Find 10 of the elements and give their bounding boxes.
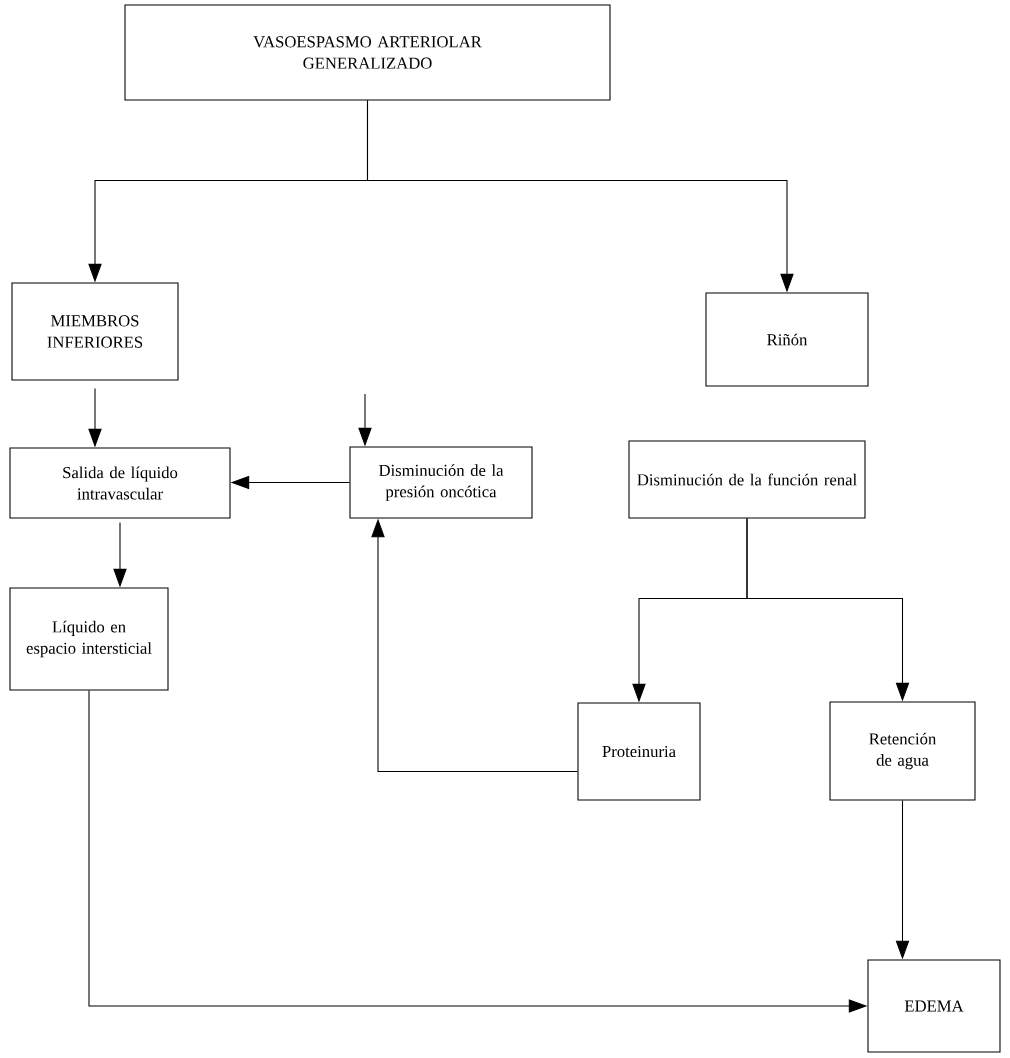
process-box: EDEMA: [867, 959, 1001, 1053]
process-box: Proteinuria: [577, 702, 701, 801]
process-box: MIEMBROS INFERIORES: [11, 282, 179, 381]
process-box: Disminución de la función renal: [628, 440, 866, 519]
process-box: Salida de líquido intravascular: [9, 447, 231, 519]
process-box: Riñón: [705, 292, 869, 387]
process-box: Líquido en espacio intersticial: [9, 587, 169, 691]
process-box: Retención de agua: [829, 701, 976, 801]
process-box: VASOESPASMO ARTERIOLAR GENERALIZADO: [124, 4, 611, 101]
process-box: Disminución de la presión oncótica: [349, 446, 533, 519]
